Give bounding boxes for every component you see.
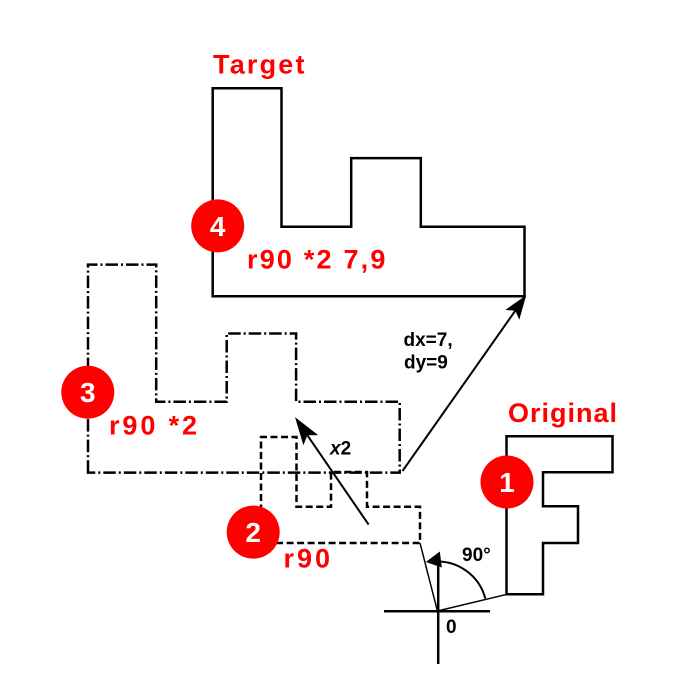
svg-text:3: 3 <box>80 377 96 408</box>
svg-text:dx=7,: dx=7, <box>404 330 453 351</box>
svg-text:0: 0 <box>446 617 457 638</box>
svg-text:1: 1 <box>499 467 515 498</box>
svg-text:90°: 90° <box>462 545 491 566</box>
svg-text:x2: x2 <box>329 439 351 460</box>
svg-text:4: 4 <box>210 211 226 242</box>
svg-text:dy=9: dy=9 <box>404 353 448 374</box>
svg-text:Target: Target <box>213 50 307 80</box>
svg-text:2: 2 <box>245 517 261 548</box>
svg-text:r90 *2: r90 *2 <box>109 411 200 441</box>
svg-text:r90 *2 7,9: r90 *2 7,9 <box>247 245 388 275</box>
svg-text:Original: Original <box>508 398 618 428</box>
svg-text:r90: r90 <box>284 544 334 574</box>
